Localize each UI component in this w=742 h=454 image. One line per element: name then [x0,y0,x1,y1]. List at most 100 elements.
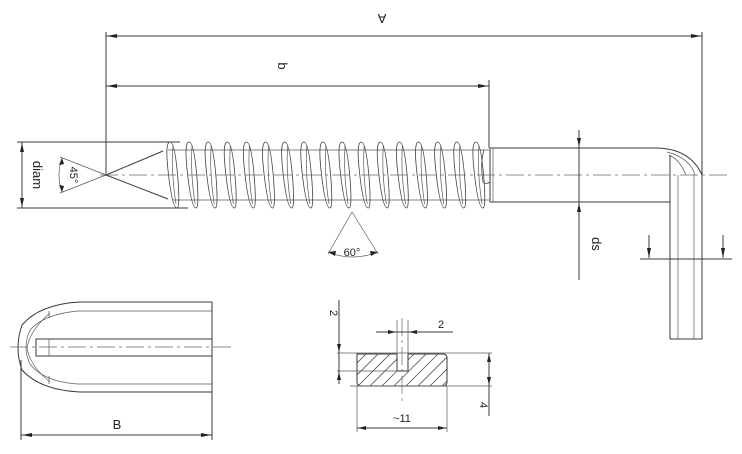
dimension-diam: diam [17,141,188,209]
arrowhead-icon [201,433,211,437]
label-ds: ds [589,237,604,251]
arrowhead-icon [409,330,417,334]
thread-flank [478,144,483,205]
label-width: ~11 [393,413,411,425]
thread-crest [415,141,428,209]
thread-crest [262,141,275,209]
arrowhead-icon [370,251,378,256]
thread-flank [305,144,311,205]
thread-flank [210,144,215,205]
label-A: A [377,11,386,26]
arrowhead-icon [691,34,701,38]
thread-crest [204,141,218,209]
tip-edge [105,150,164,176]
thread-flank [344,144,349,205]
bend-inner [666,151,696,176]
arrowhead-icon [20,143,24,152]
thread-crest [223,141,237,209]
thread-flank [458,144,464,205]
arrowhead-icon [721,248,725,258]
tip-edge [105,174,169,200]
hatch-line [357,354,395,386]
cap-outline [17,301,212,393]
construction-line [59,156,107,176]
dimension-ds: ds [577,130,604,280]
arrowhead-icon [107,84,117,88]
thread-angle: 60° [327,211,379,259]
dimension-leg-width [640,235,732,260]
thread-crest [166,141,180,209]
screw-tip [105,150,169,200]
thread-crest [242,141,256,209]
arrowhead-icon [487,377,491,385]
thread-flank [267,144,272,205]
thread-runout-curve [481,149,491,184]
tip-angle: 45° [58,156,107,194]
section-view: 2 2 4 ~11 [327,300,502,432]
label-thread-angle: 60° [344,247,361,259]
dimension-A: A [105,11,703,178]
hatch-line [462,350,502,390]
arrowhead-icon [20,198,24,207]
hatch-line [357,354,371,386]
label-slot-width: 2 [438,319,444,331]
thread-crest [453,141,467,209]
thread-crest [185,141,199,209]
construction-line [327,211,353,255]
arrowhead-icon [107,34,117,38]
thread-flank [286,144,292,205]
thread-crest [319,141,333,209]
dimension-b: b [106,62,490,148]
hatch-line [401,354,443,386]
thread-flank [172,144,177,205]
arrowhead-icon [577,138,581,147]
thread-flank [401,144,406,205]
thread-flank [325,144,330,205]
arrowhead-icon [328,251,336,256]
hatch-line [377,354,419,386]
arrowhead-icon [478,84,488,88]
label-thickness: 4 [477,402,489,408]
arrowhead-icon [337,372,341,380]
thread-crest [300,141,314,209]
thread-crest [395,141,409,209]
hatch-line [425,354,447,386]
hatch-line [365,354,407,386]
hatch-line [389,354,431,386]
arrowhead-icon [22,433,32,437]
arrowhead-icon [337,344,341,352]
cap-view: B [10,301,232,440]
arrowhead-icon [388,330,396,334]
thread-crest [434,141,447,209]
thread-flank [363,144,368,205]
section-outline [356,353,448,387]
thread-flank [229,144,234,205]
cap-slot [35,338,213,357]
arrowhead-icon [577,203,581,212]
thread-flank [439,144,445,205]
label-tip-angle: 45° [67,167,79,184]
construction-line [351,211,379,255]
bend-outer [654,147,703,176]
thread-flank [382,144,387,205]
cap-inner-curve [26,312,51,383]
hatch-line [413,354,447,386]
hatching [357,350,502,390]
arrowhead-icon [59,158,64,165]
thread-flank [191,144,196,205]
cap-inner-outline [25,310,212,385]
hatch-line [437,354,447,386]
arrowhead-icon [358,426,366,430]
label-diam: diam [30,161,45,189]
thread-crest [357,141,371,209]
thread-crest [376,141,390,209]
thread-crest [338,141,352,209]
arrowhead-icon [487,354,491,362]
thread-flank [248,144,253,205]
hatch-line [450,350,490,390]
hook-bend [654,147,703,340]
thread-flank [420,144,425,205]
arrowhead-icon [59,185,64,192]
label-b: b [275,62,290,69]
